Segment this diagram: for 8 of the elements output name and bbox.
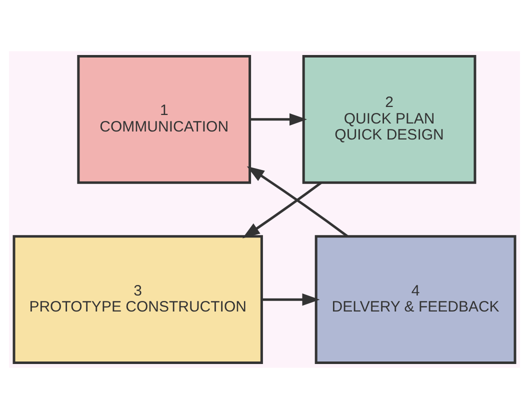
node-box: 4 DELVERY & FEEDBACK — [314, 235, 516, 364]
arrow — [262, 293, 320, 306]
arrow — [249, 113, 307, 126]
node-box: 1 COMMUNICATION — [76, 55, 251, 184]
node-box: 3 PROTOTYPE CONSTRUCTION — [12, 235, 262, 364]
node-box: 2 QUICK PLAN QUICK DESIGN — [302, 55, 476, 184]
arrow — [242, 182, 322, 238]
arrow — [246, 166, 348, 238]
